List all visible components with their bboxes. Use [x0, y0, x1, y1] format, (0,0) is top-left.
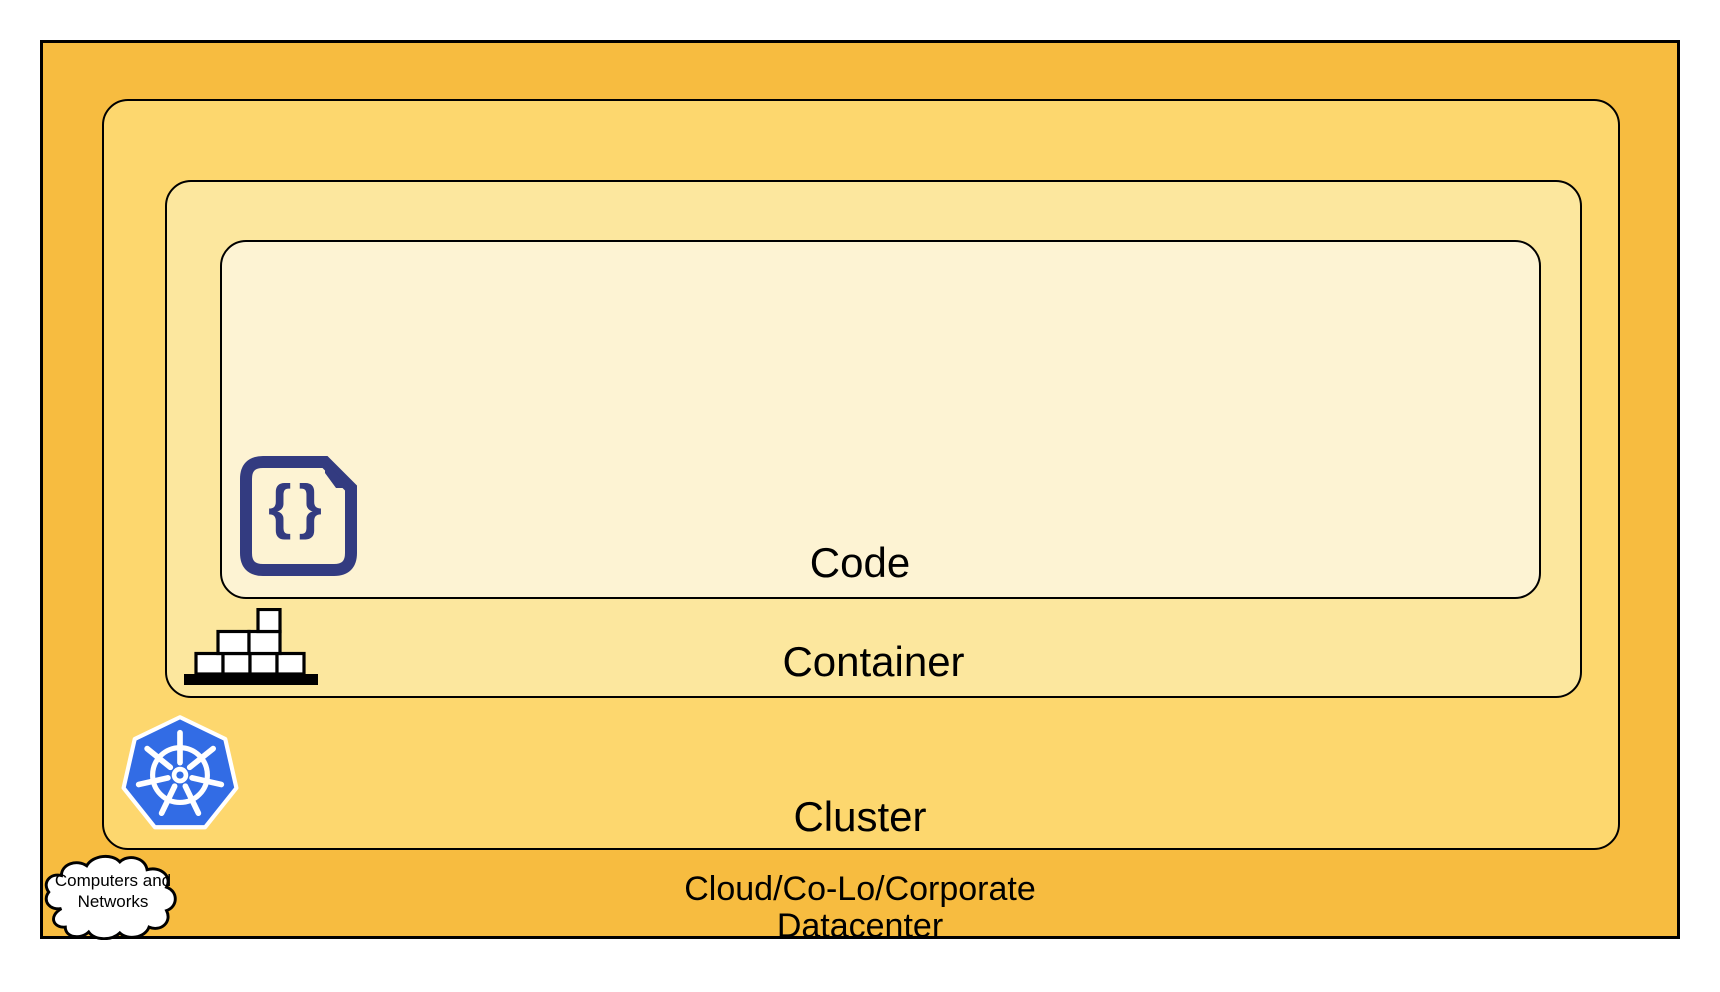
container-stack-icon [184, 608, 318, 685]
datacenter-label-line1: Cloud/Co-Lo/Corporate [684, 870, 1036, 908]
curly-braces-glyph: {} [268, 473, 329, 540]
container-layer-label: Container [782, 638, 965, 685]
cluster-layer-label: Cluster [793, 793, 927, 840]
layer-code-rect [220, 240, 1541, 599]
datacenter-label-line2: Datacenter [776, 907, 944, 945]
cloud-icon [44, 855, 177, 940]
cloud-label-line2: Networks [77, 892, 149, 911]
cloud-label-line1: Computers and [54, 871, 172, 890]
code-file-icon [240, 456, 357, 576]
code-layer-label: Code [809, 539, 911, 586]
kubernetes-icon [121, 715, 239, 830]
